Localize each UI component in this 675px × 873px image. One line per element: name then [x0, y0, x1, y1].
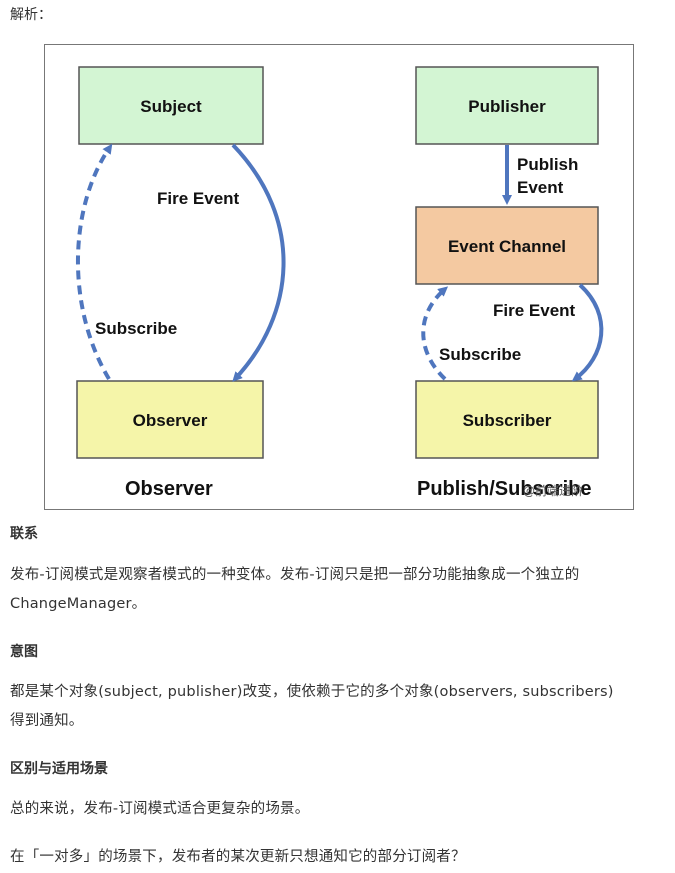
pubsub-caption: Publish/Subscribe	[417, 478, 591, 500]
intent-paragraph: 都是某个对象(subject, publisher)改变，使依赖于它的多个对象(…	[10, 678, 670, 736]
relation-paragraph: 发布-订阅模式是观察者模式的一种变体。发布-订阅只是把一部分功能抽象成一个独立的…	[10, 561, 670, 619]
observer-box	[76, 380, 264, 459]
diff-paragraph-2: 在「一对多」的场景下，发布者的某次更新只想通知它的部分订阅者？	[10, 843, 670, 872]
subject-label: Subject	[140, 97, 202, 116]
intent-line-1: 都是某个对象(subject, publisher)改变，使依赖于它的多个对象(…	[10, 684, 614, 700]
observer-fire-event-label: Fire Event	[157, 189, 240, 208]
publish-label-line2: Event	[517, 178, 564, 197]
relation-line-2: ChangeManager。	[10, 596, 147, 612]
publisher-box	[415, 66, 599, 145]
subscribe-arrow	[75, 143, 113, 381]
event-channel-label: Event Channel	[448, 237, 566, 256]
pubsub-fire-event-label: Fire Event	[493, 301, 576, 320]
diff-heading: 区别与适用场景	[10, 761, 108, 777]
pattern-diagram-svg: Subject Observer Fire Event Subscribe Ob…	[75, 66, 604, 500]
intent-heading: 意图	[10, 644, 38, 660]
intent-line-2: 得到通知。	[10, 713, 84, 729]
diff-paragraph-1: 总的来说，发布-订阅模式适合更复杂的场景。	[10, 795, 670, 824]
subject-box	[78, 66, 264, 145]
channel-fire-event-arrow	[571, 283, 604, 382]
pubsub-subscribe-label: Subscribe	[439, 345, 521, 364]
diff-line-1: 总的来说，发布-订阅模式适合更复杂的场景。	[10, 801, 310, 817]
pattern-diagram: Subject Observer Fire Event Subscribe Ob…	[44, 44, 634, 510]
watermark-text: @前端进阶	[523, 483, 583, 498]
publisher-label: Publisher	[468, 97, 546, 116]
diff-line-2: 在「一对多」的场景下，发布者的某次更新只想通知它的部分订阅者？	[10, 849, 466, 865]
channel-subscribe-arrow	[421, 286, 449, 381]
observer-label: Observer	[133, 411, 208, 430]
analysis-label: 解析：	[10, 7, 52, 23]
observer-caption: Observer	[125, 478, 213, 500]
observer-subscribe-label: Subscribe	[95, 319, 177, 338]
event-channel-box	[415, 206, 599, 285]
fire-event-arrow	[231, 143, 286, 382]
relation-heading: 联系	[10, 526, 38, 542]
publish-label-line1: Publish	[517, 155, 578, 174]
relation-line-1: 发布-订阅模式是观察者模式的一种变体。发布-订阅只是把一部分功能抽象成一个独立的	[10, 567, 580, 583]
subscriber-box	[415, 380, 599, 459]
subscriber-label: Subscriber	[463, 411, 552, 430]
